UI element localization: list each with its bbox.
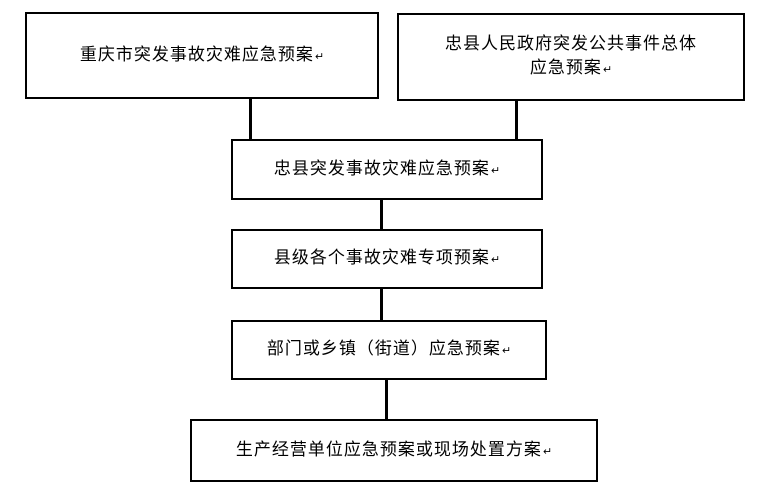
node-label: 重庆市突发事故灾难应急预案: [79, 44, 314, 65]
return-mark: ↵: [542, 444, 553, 458]
connector-c-to-d: [380, 200, 383, 230]
connector-e-to-f: [385, 380, 388, 420]
connector-d-to-e: [380, 289, 383, 321]
node-label: 部门或乡镇（街道）应急预案: [266, 339, 501, 359]
return-mark: ↵: [490, 163, 501, 177]
node-label: 生产经营单位应急预案或现场处置方案: [235, 439, 542, 460]
connector-b-to-c: [515, 101, 518, 140]
node-label-line1: 忠县人民政府突发公共事件总体: [445, 34, 697, 54]
node-label: 忠县突发事故灾难应急预案: [273, 158, 490, 179]
node-county-special-plans: 县级各个事故灾难专项预案↵: [231, 229, 543, 289]
node-label: 县级各个事故灾难专项预案: [273, 248, 490, 268]
return-mark: ↵: [501, 344, 512, 357]
node-chongqing-plan: 重庆市突发事故灾难应急预案↵: [25, 12, 379, 99]
connector-a-to-c: [249, 99, 252, 140]
node-county-overall-plan: 忠县人民政府突发公共事件总体 应急预案↵: [397, 13, 745, 101]
node-enterprise-plan: 生产经营单位应急预案或现场处置方案↵: [190, 419, 598, 482]
node-department-township-plan: 部门或乡镇（街道）应急预案↵: [231, 320, 547, 380]
return-mark: ↵: [490, 253, 501, 266]
return-mark: ↵: [602, 63, 613, 76]
node-county-accident-plan: 忠县突发事故灾难应急预案↵: [231, 139, 543, 200]
return-mark: ↵: [314, 49, 325, 63]
node-label-line2: 应急预案: [529, 58, 602, 78]
